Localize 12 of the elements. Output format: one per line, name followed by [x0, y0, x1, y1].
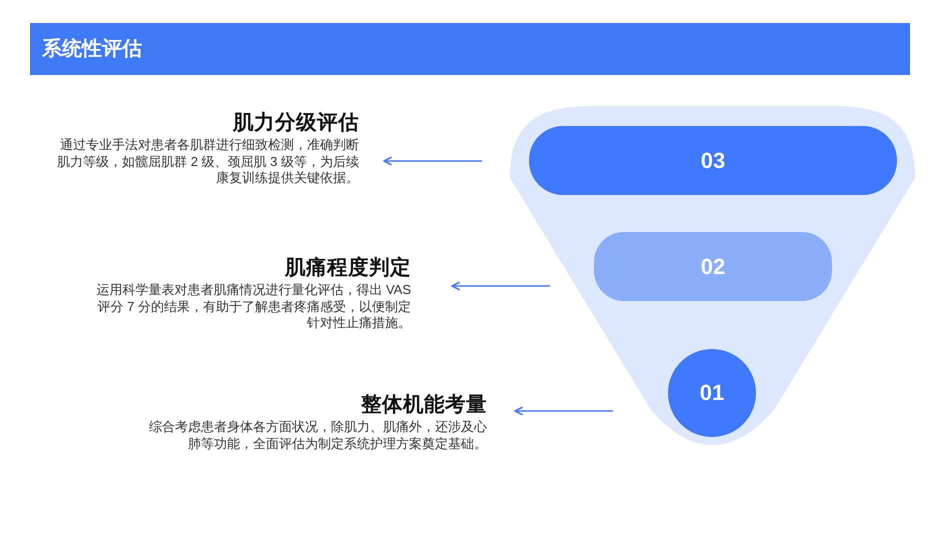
level-pill: 02: [594, 232, 832, 301]
arrow: [383, 156, 482, 166]
level-pill: 03: [529, 126, 897, 195]
arrow: [451, 282, 550, 290]
section-title: 整体机能考量: [360, 393, 487, 417]
section-title: 肌力分级评估: [232, 111, 359, 135]
section-title: 肌痛程度判定: [284, 256, 411, 280]
page-title: 系统性评估: [42, 36, 142, 62]
arrow: [514, 406, 613, 416]
description-text: 运用科学量表对患者肌痛情况进行量化评估，得出 VAS 评分 7 分的结果，有助于了解患者疼痛感受，以便制定针对性止痛措施。: [95, 282, 411, 332]
description-text: 通过专业手法对患者各肌群进行细致检测，准确判断肌力等级，如髋屈肌群 2 级、颈屈肌 3 级等，为后续康复训练提供关键依据。: [56, 137, 359, 186]
description-text: 综合考虑患者身体各方面状况，除肌力、肌痛外，还涉及心肺等功能，全面评估为制定系统护理方案奠定基础。: [148, 419, 487, 452]
